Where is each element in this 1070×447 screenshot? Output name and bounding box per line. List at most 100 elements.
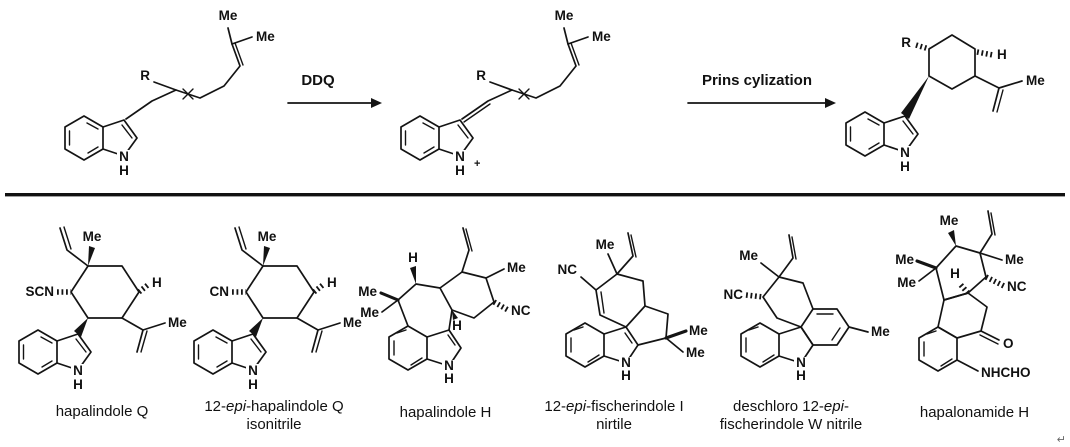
structure-starting-material: N H Me Me R	[64, 8, 275, 178]
atom-label-me: Me	[689, 323, 708, 338]
atom-label-n: N	[900, 145, 910, 160]
atom-label-n: N	[444, 358, 454, 373]
atom-label-me: Me	[358, 284, 377, 299]
step-label: Prins cylization	[702, 72, 812, 89]
cyclopentane-ring	[625, 305, 669, 346]
r-group-bond	[153, 81, 177, 91]
vinyl-double	[630, 234, 637, 258]
methyl-bond	[379, 291, 400, 302]
r-group-label: R	[901, 35, 911, 50]
atom-label-nhcho: NHCHO	[981, 365, 1031, 380]
atom-label-n: N	[73, 363, 83, 378]
atom-label-me: Me	[897, 275, 916, 290]
methyl-wedge	[915, 259, 938, 270]
label-gap	[442, 360, 456, 371]
methyl-bond	[485, 268, 505, 279]
structure-12-epi-hapalindole-q-isonitrile: N H Me CN H Me	[193, 226, 362, 392]
structure-indolium-intermediate: N H + Me Me R	[400, 8, 611, 178]
charge-plus-label: +	[474, 158, 480, 170]
atom-label-me: Me	[507, 260, 526, 275]
atom-label-nc: NC	[511, 303, 531, 318]
atom-label-me: Me	[256, 29, 275, 44]
arrow-head	[371, 98, 382, 108]
nh-hydrogen-label: H	[73, 377, 83, 392]
carbonyl-double	[979, 334, 999, 345]
atom-label-me: Me	[219, 8, 238, 23]
atom-label-me: Me	[83, 229, 102, 244]
structure-hapalindole-h: N H Me Me H H Me NC	[358, 227, 531, 386]
atom-label-scn: SCN	[25, 284, 54, 299]
atom-label-me: Me	[871, 324, 890, 339]
vinyl-double	[990, 212, 996, 236]
methyl-wedge	[948, 230, 956, 246]
wedge-bond	[249, 318, 263, 337]
atom-label-me: Me	[686, 345, 705, 360]
cyclohexene-ring	[595, 273, 646, 328]
nh-hydrogen-label: H	[444, 371, 454, 386]
hash-bond-nc	[492, 299, 510, 313]
hash-bond-r	[915, 42, 930, 52]
atom-label-nc: NC	[724, 287, 744, 302]
compound-name-6: hapalonamide H	[919, 404, 1030, 421]
carbonyl-bond	[980, 330, 1000, 341]
methyl-wedge	[263, 246, 270, 266]
atom-label-me: Me	[343, 315, 362, 330]
cyclohexane-ring	[935, 245, 987, 301]
methyl-bond	[848, 326, 869, 333]
wedge-bond	[901, 76, 929, 119]
hash-bond-h	[312, 281, 326, 295]
label-gap	[794, 357, 808, 368]
vinyl-bonds	[234, 227, 264, 267]
r-group-label: R	[140, 68, 150, 83]
compound-name-4: 12-epi-fischerindole I nirtile	[544, 398, 684, 433]
aromatic-inner-bonds	[570, 326, 600, 363]
atom-label-n: N	[119, 149, 129, 164]
nc-bond	[580, 276, 597, 291]
structure-hapalindole-q: N H Me SCN H Me	[18, 226, 187, 392]
atom-label-me: Me	[592, 29, 611, 44]
atom-label-me: Me	[940, 213, 959, 228]
cyclohexane-ring	[245, 265, 315, 319]
methyl-bonds	[227, 27, 253, 45]
atom-label-h: H	[327, 275, 337, 290]
nh-hydrogen-label: H	[248, 377, 258, 392]
nh-hydrogen-label: H	[621, 368, 631, 383]
ring-double-bond	[600, 291, 605, 314]
ring-d-bonds	[439, 271, 495, 319]
atom-label-me: Me	[1005, 252, 1024, 267]
atom-label-n: N	[248, 363, 258, 378]
atom-label-me: Me	[168, 315, 187, 330]
label-gap	[619, 357, 633, 368]
hash-bond-h	[137, 281, 151, 295]
structure-hapalonamide-h: Me Me H Me Me NC O NHCHO	[895, 210, 1031, 380]
atom-label-me: Me	[360, 305, 379, 320]
cyclohexane-ring	[762, 276, 814, 328]
alkene-double-bond	[234, 42, 244, 66]
hash-bond-h	[956, 281, 971, 295]
pyrrole-double	[624, 332, 633, 344]
vinyl-double	[465, 228, 473, 252]
return-mark: ↵	[1056, 434, 1066, 446]
tether-break-mark	[182, 88, 194, 100]
vinyl-double	[63, 226, 72, 250]
nh-hydrogen-label: H	[119, 163, 129, 178]
cyclohexane-ring	[928, 34, 976, 90]
methyl-wedge	[664, 329, 688, 340]
isopropenyl-ch2	[311, 329, 319, 353]
isopropenyl-ch2	[136, 329, 144, 353]
atom-label-n: N	[621, 355, 631, 370]
reagent-label: DDQ	[301, 72, 335, 89]
pyrrole-ring	[426, 329, 462, 367]
hash-bond-nc	[745, 292, 764, 300]
section-divider	[5, 193, 1065, 197]
methyl-bond	[760, 262, 780, 278]
atom-label-me: Me	[1026, 73, 1045, 88]
cyclohexane-ring	[70, 265, 140, 319]
isopropenyl-double	[996, 89, 1004, 113]
nh-hydrogen-label: H	[900, 159, 910, 174]
structure-prins-product: N H R H Me	[845, 34, 1045, 174]
methyl-bond	[979, 252, 1003, 261]
reaction-arrow-2: Prins cylization	[687, 72, 836, 108]
methyl-bond	[665, 337, 684, 353]
